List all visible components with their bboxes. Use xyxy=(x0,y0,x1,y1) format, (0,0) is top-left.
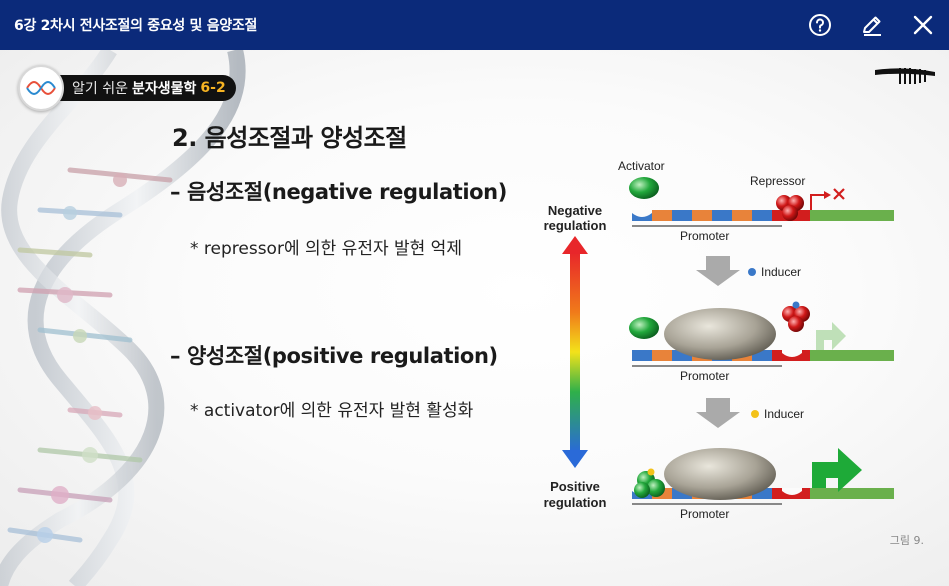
inducer-molecule-2 xyxy=(751,410,759,418)
activator-protein-2 xyxy=(629,317,659,339)
regulation-gradient-bar xyxy=(570,252,580,452)
title-bar: 6강 2차시 전사조절의 중요성 및 음양조절 xyxy=(0,0,949,50)
course-prefix: 알기 쉬운 xyxy=(72,81,128,97)
positive-regulation-title: – 양성조절(positive regulation) xyxy=(170,344,498,368)
edit-button[interactable] xyxy=(857,10,887,40)
panel-induced: Promoter xyxy=(629,301,894,383)
inducer-label-2: Inducer xyxy=(764,407,804,421)
inducer-molecule-1 xyxy=(748,268,756,276)
rna-polymerase-2 xyxy=(664,448,776,500)
panel-negative: Activator Repressor Promoter xyxy=(618,159,894,243)
weak-transcription-arrow xyxy=(816,322,846,350)
transition-arrow-1 xyxy=(696,256,740,286)
positive-label-line1: Positive xyxy=(550,479,600,494)
positive-label-line2: regulation xyxy=(544,495,607,510)
lecture-slide: 알기 쉬운 분자생물학 6-2 2. 음성조절과 양성조절 – 음성조절(neg… xyxy=(0,50,949,586)
close-button[interactable] xyxy=(908,10,938,40)
help-icon xyxy=(809,14,831,36)
activator-bound xyxy=(634,468,665,498)
figure-caption: 그림 9. xyxy=(889,534,924,547)
slide-heading: 2. 음성조절과 양성조절 xyxy=(172,124,407,152)
dna-helix-illustration xyxy=(0,50,246,586)
negative-regulation-bullet: * repressor에 의한 유전자 발현 억제 xyxy=(190,239,462,259)
course-number: 6-2 xyxy=(200,80,226,96)
panel-positive: Promoter xyxy=(632,448,894,521)
rna-polymerase-1 xyxy=(664,308,776,360)
repressor-label: Repressor xyxy=(750,174,805,188)
transition-arrow-2 xyxy=(696,398,740,428)
pencil-icon xyxy=(863,16,881,36)
strong-transcription-arrow xyxy=(812,448,862,492)
inducer-label-1: Inducer xyxy=(761,265,801,279)
up-arrowhead xyxy=(562,236,588,254)
negative-label-line2: regulation xyxy=(544,218,607,233)
negative-regulation-title: – 음성조절(negative regulation) xyxy=(170,180,507,204)
promoter-label-3: Promoter xyxy=(680,507,729,521)
promoter-label-1: Promoter xyxy=(680,229,729,243)
repressor-protein xyxy=(776,195,804,221)
course-name: 알기 쉬운 분자생물학 6-2 xyxy=(50,75,236,101)
window-title: 6강 2차시 전사조절의 중요성 및 음양조절 xyxy=(14,18,258,34)
course-badge: 알기 쉬운 분자생물학 6-2 xyxy=(18,65,236,111)
help-button[interactable] xyxy=(805,10,835,40)
positive-regulation-bullet: * activator에 의한 유전자 발현 활성화 xyxy=(190,401,474,421)
repressor-released xyxy=(782,301,810,332)
course-title: 분자생물학 xyxy=(131,81,197,97)
dna-logo-icon xyxy=(26,81,56,95)
close-icon xyxy=(913,15,933,35)
regulation-diagram: Negative regulation Positive regulation … xyxy=(544,159,894,521)
negative-label-line1: Negative xyxy=(548,203,602,218)
promoter-label-2: Promoter xyxy=(680,369,729,383)
course-logo xyxy=(18,65,64,111)
brand-logo xyxy=(875,68,935,84)
down-arrowhead xyxy=(562,450,588,468)
activator-label: Activator xyxy=(618,159,665,173)
activator-protein xyxy=(629,177,659,199)
blocked-x-icon xyxy=(833,188,845,200)
